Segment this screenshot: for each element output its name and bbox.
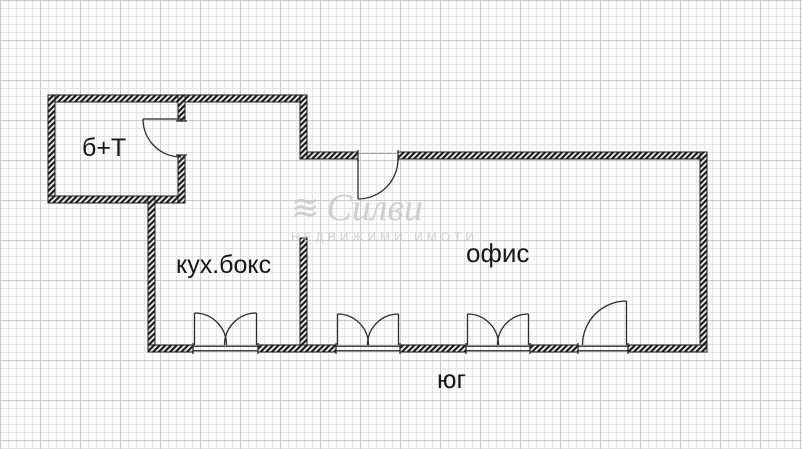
window-office-1 (335, 313, 401, 354)
orientation-label-south: юг (437, 364, 466, 394)
office-door (357, 150, 399, 200)
room-label-office: офис (466, 238, 530, 268)
room-label-kitchen: кух.бокс (176, 251, 272, 279)
window-kitchen (192, 312, 259, 354)
bathroom-door (142, 118, 187, 158)
window-office-2 (465, 313, 531, 354)
walls (47, 94, 708, 353)
room-label-bathroom: б+Т (82, 134, 127, 162)
window-office-3 (577, 300, 629, 354)
